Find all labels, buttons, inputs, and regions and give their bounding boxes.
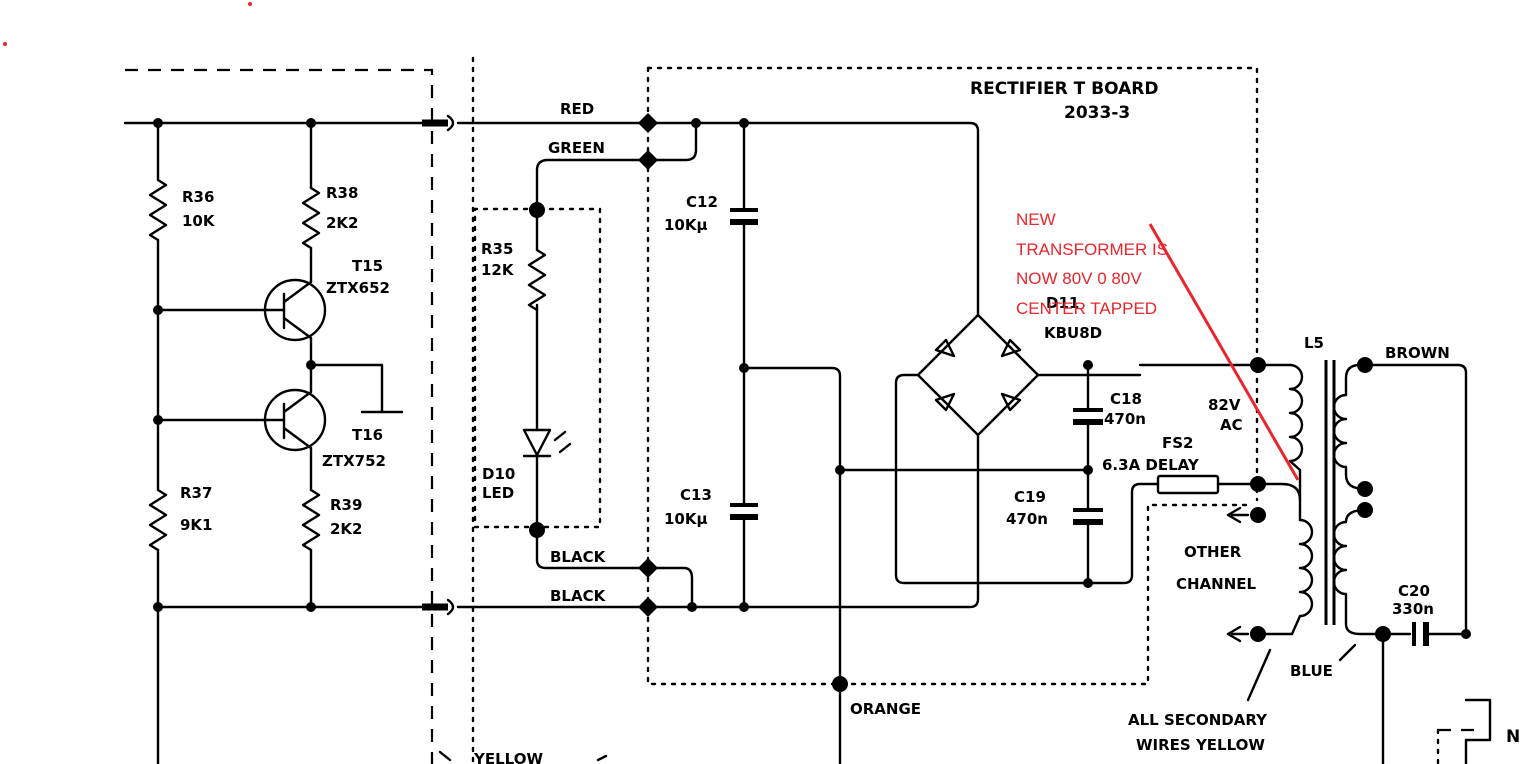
transformer-section — [1226, 357, 1492, 764]
secondary-note-line2: WIRES YELLOW — [1136, 736, 1265, 754]
c19-value: 470n — [1006, 510, 1048, 528]
r36-value: 10K — [182, 212, 216, 230]
wire-label-blue: BLUE — [1290, 662, 1333, 680]
wire-label-brown: BROWN — [1385, 344, 1450, 362]
c18-ref: C18 — [1110, 390, 1142, 408]
c12-ref: C12 — [686, 193, 718, 211]
r37-value: 9K1 — [180, 516, 213, 534]
l5-ref: L5 — [1304, 334, 1324, 352]
rectifier-board — [638, 113, 1260, 764]
c13-value: 10Kμ — [664, 510, 708, 528]
t16-ref: T16 — [352, 426, 383, 444]
fs2-value: 6.3A DELAY — [1102, 456, 1200, 474]
terminal-n: N — [1506, 727, 1520, 747]
wire-label-yellow: YELLOW — [473, 750, 543, 764]
t16-type: ZTX752 — [322, 452, 386, 470]
c18-value: 470n — [1104, 410, 1146, 428]
secondary-note-line1: ALL SECONDARY — [1128, 711, 1268, 729]
r39-value: 2K2 — [330, 520, 363, 538]
wire-label-black-2: BLACK — [550, 587, 607, 605]
left-network — [123, 114, 455, 764]
annotation-line-2: TRANSFORMER IS — [1016, 240, 1168, 259]
wire-label-red: RED — [560, 100, 594, 118]
r36-ref: R36 — [182, 188, 214, 206]
other-channel-line1: OTHER — [1184, 543, 1242, 561]
annotation-line-1: NEW — [1016, 210, 1056, 229]
r37-ref: R37 — [180, 484, 212, 502]
wire-label-orange: ORANGE — [850, 700, 921, 718]
c13-ref: C13 — [680, 486, 712, 504]
d11-value: KBU8D — [1044, 324, 1102, 342]
board-part-number: 2033-3 — [1064, 103, 1130, 123]
wire-label-green: GREEN — [548, 139, 605, 157]
other-channel-line2: CHANNEL — [1176, 575, 1257, 593]
secondary-voltage-unit: AC — [1220, 416, 1243, 434]
board-title: RECTIFIER T BOARD — [970, 79, 1159, 99]
wire-label-black-1: BLACK — [550, 548, 607, 566]
r35-ref: R35 — [481, 240, 513, 258]
annotation-arrow — [1148, 223, 1300, 481]
r38-value: 2K2 — [326, 214, 359, 232]
c20-value: 330n — [1392, 600, 1434, 618]
t15-ref: T15 — [352, 257, 383, 275]
r35-value: 12K — [481, 261, 515, 279]
d10-value: LED — [482, 484, 514, 502]
annotation-line-3: NOW 80V 0 80V — [1016, 269, 1142, 288]
d10-ref: D10 — [482, 465, 515, 483]
yellow-wire — [438, 750, 608, 762]
labels: RECTIFIER T BOARD 2033-3 RED GREEN BLACK… — [180, 79, 1520, 764]
board-outlines — [125, 56, 1440, 764]
c19-ref: C19 — [1014, 488, 1046, 506]
r39-ref: R39 — [330, 496, 362, 514]
t15-type: ZTX652 — [326, 279, 390, 297]
secondary-voltage: 82V — [1208, 396, 1241, 414]
stray-red-dot — [3, 42, 7, 46]
fs2-ref: FS2 — [1162, 434, 1194, 452]
annotation-line-4: CENTER TAPPED — [1016, 299, 1157, 318]
stray-red-dot — [248, 2, 252, 6]
r38-ref: R38 — [326, 184, 358, 202]
c20-ref: C20 — [1398, 582, 1430, 600]
led-section — [456, 121, 650, 609]
c12-value: 10Kμ — [664, 216, 708, 234]
d11-ref: D11 — [1046, 294, 1079, 312]
